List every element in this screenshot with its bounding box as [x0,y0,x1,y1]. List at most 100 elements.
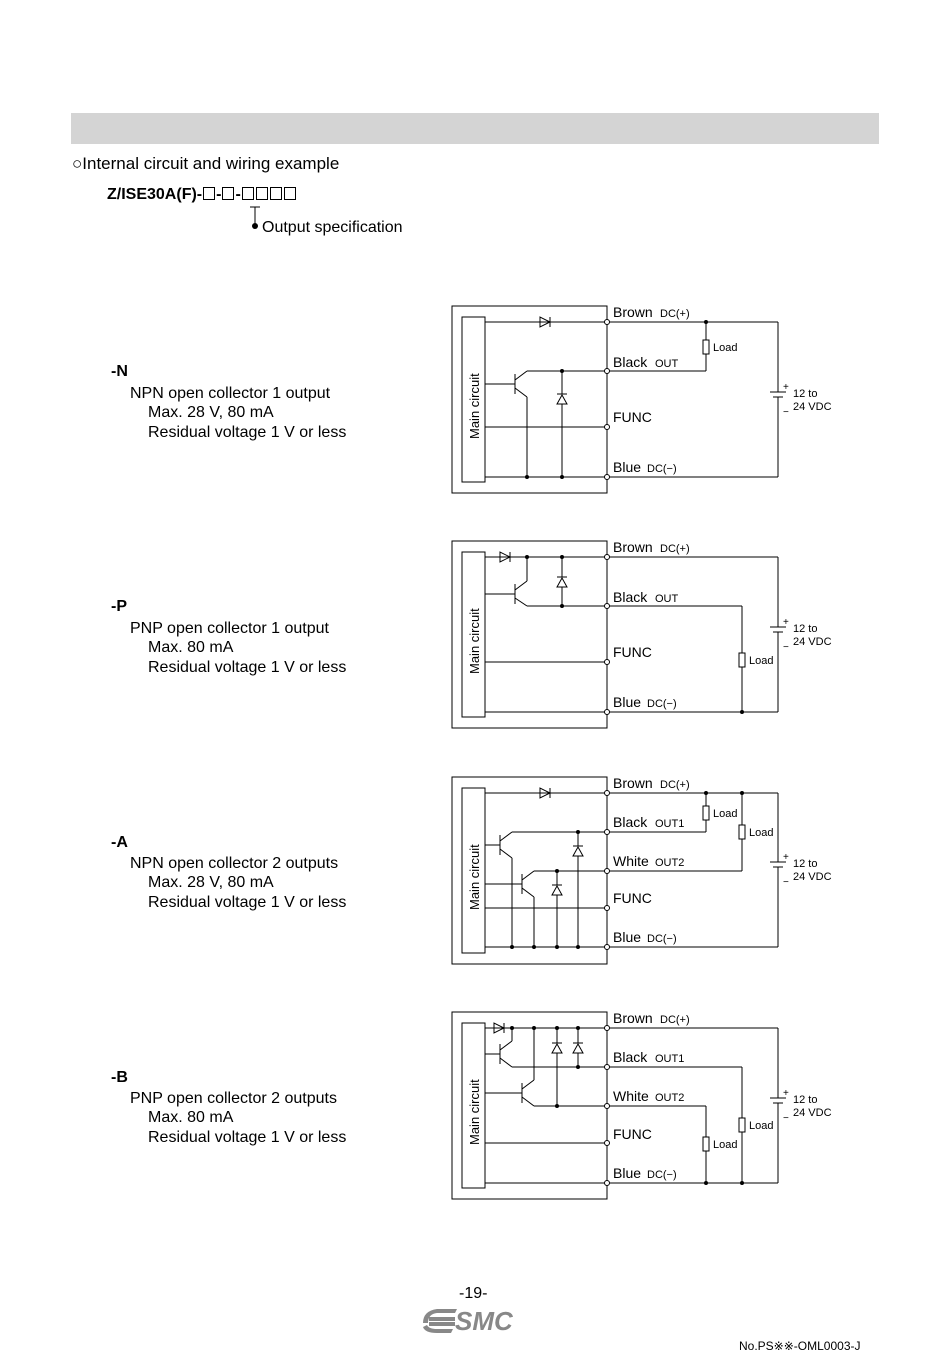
wire-func-label: FUNC [613,644,652,660]
plus-label: + [783,617,789,628]
option-box-icon [255,187,268,200]
minus-label: − [783,1113,789,1124]
load-label: Load [713,808,737,820]
wire-black-label: Black [613,1049,648,1065]
model-prefix: Z/ISE30A(F)- [107,186,203,203]
option-box-icon [269,187,282,200]
wire-out-label: OUT [655,358,679,370]
wiring-diagram-p: Main circuit Load + − 12 to 24 VDC Brown… [451,539,832,729]
plus-label: + [783,382,789,393]
section-code-a: -A [111,834,128,851]
load-icon [738,652,746,668]
plus-label: + [783,852,789,863]
section-header-bar [71,113,879,144]
wire-func-label: FUNC [613,409,652,425]
section-rating-a: Max. 28 V, 80 mA [148,874,274,891]
minus-label: − [783,642,789,653]
section-desc-a: NPN open collector 2 outputs [130,855,339,872]
output-spec-pointer-icon [250,206,260,229]
supply-label-1: 12 to [793,858,817,870]
wire-out2-label: OUT2 [655,1092,684,1104]
zener-diode-icon [572,1042,584,1054]
model-dash: - [235,186,241,203]
wire-dc-minus-label: DC(−) [647,698,677,710]
wire-dc-plus-label: DC(+) [660,543,690,555]
model-code: Z/ISE30A(F)--- [107,186,297,204]
wiring-diagram-n: Main circuit Load + − 12 to 24 VDC Brown… [451,304,832,494]
load-label: Load [749,827,773,839]
wiring-diagram-a: Main circuit Load Load + − [451,775,832,965]
supply-label-1: 12 to [793,623,817,635]
model-dash: - [216,186,222,203]
wire-black-label: Black [613,814,648,830]
wire-blue-label: Blue [613,694,641,710]
wire-dc-minus-label: DC(−) [647,933,677,945]
wire-black-label: Black [613,589,648,605]
section-code-n: -N [111,363,128,380]
page-number: -19- [459,1285,488,1302]
load-label: Load [749,1120,773,1132]
supply-label-2: 24 VDC [793,1107,832,1119]
option-box-icon [203,187,216,200]
section-desc-b: PNP open collector 2 outputs [130,1090,337,1107]
main-circuit-label: Main circuit [467,844,482,910]
main-circuit-label: Main circuit [467,373,482,439]
load-icon [702,805,710,821]
wire-func-label: FUNC [613,1126,652,1142]
wire-out-label: OUT [655,593,679,605]
diode-icon [493,1022,506,1034]
zener-diode-icon [551,884,563,896]
wire-dc-plus-label: DC(+) [660,779,690,791]
section-rating-p: Max. 80 mA [148,639,234,656]
minus-label: − [783,407,789,418]
section-rating-b: Max. 80 mA [148,1109,234,1126]
section-rating-n: Max. 28 V, 80 mA [148,404,274,421]
output-spec-label: Output specification [262,219,403,236]
diode-icon [499,551,512,563]
sensor-outline [451,305,608,494]
wire-blue-label: Blue [613,1165,641,1181]
wire-out1-label: OUT1 [655,1053,684,1065]
zener-diode-icon [551,1042,563,1054]
wire-dc-minus-label: DC(−) [647,1169,677,1181]
diode-icon [539,316,552,328]
wire-brown-label: Brown [613,775,653,791]
main-circuit-label: Main circuit [467,608,482,674]
smc-logo: SMC [423,1306,514,1335]
wire-blue-label: Blue [613,459,641,475]
section-residual-n: Residual voltage 1 V or less [148,424,347,441]
supply-label-2: 24 VDC [793,871,832,883]
section-desc-n: NPN open collector 1 output [130,385,331,402]
plus-label: + [783,1088,789,1099]
option-box-icon [283,187,296,200]
wire-black-label: Black [613,354,648,370]
load-icon [738,824,746,840]
zener-diode-icon [572,845,584,857]
diode-icon [539,787,552,799]
section-residual-a: Residual voltage 1 V or less [148,894,347,911]
section-title: ○Internal circuit and wiring example [72,154,340,173]
load-icon [738,1117,746,1133]
wire-out1-label: OUT1 [655,818,684,830]
output-option-box-icon [222,187,235,200]
document-number: No.PS※※-OML0003-J [739,1339,861,1353]
supply-label-1: 12 to [793,388,817,400]
zener-diode-icon [556,393,568,405]
wire-white-label: White [613,853,649,869]
supply-label-2: 24 VDC [793,636,832,648]
section-residual-b: Residual voltage 1 V or less [148,1129,347,1146]
wire-brown-label: Brown [613,539,653,555]
section-code-b: -B [111,1069,128,1086]
supply-label-2: 24 VDC [793,401,832,413]
load-label: Load [713,342,737,354]
load-icon [702,1136,710,1152]
wire-out2-label: OUT2 [655,857,684,869]
wire-dc-plus-label: DC(+) [660,308,690,320]
section-desc-p: PNP open collector 1 output [130,620,329,637]
section-code-p: -P [111,598,127,615]
wire-brown-label: Brown [613,304,653,320]
load-label: Load [713,1139,737,1151]
wire-brown-label: Brown [613,1010,653,1026]
wire-white-label: White [613,1088,649,1104]
wire-blue-label: Blue [613,929,641,945]
